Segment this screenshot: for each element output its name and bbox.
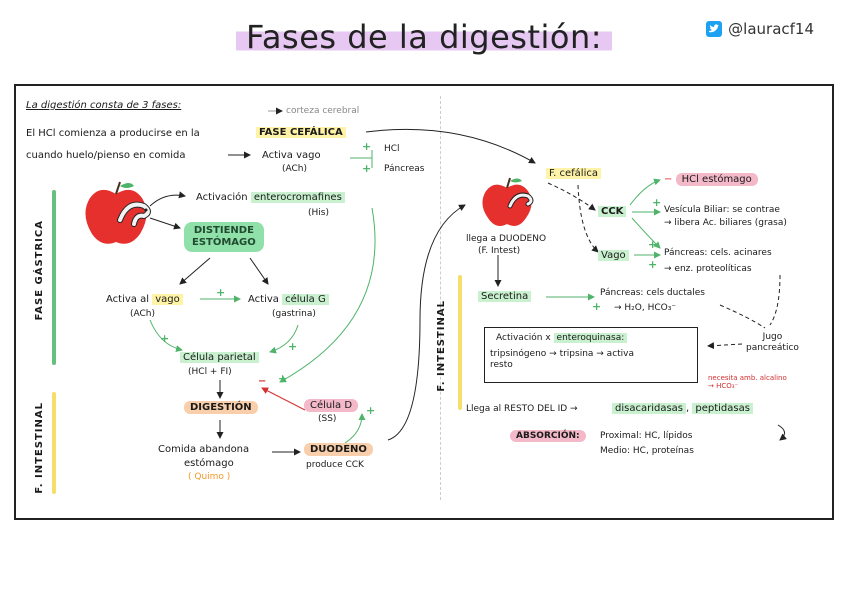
gastrina-label: (gastrina) <box>272 309 316 319</box>
necesita-alcalino: necesita amb. alcalino → HCO₃⁻ <box>708 374 787 390</box>
comida-abandona: Comida abandona <box>158 444 250 455</box>
arrow-apple-distiende <box>149 217 181 230</box>
plus-sign: + <box>160 332 170 345</box>
quimo-label: ( Quimo ) <box>188 472 231 482</box>
jugo-pancreatico: Jugo pancreático <box>746 332 799 353</box>
his-label: (His) <box>308 208 329 218</box>
arrow-apple-activacion <box>149 191 186 207</box>
plus-sign: + <box>362 140 372 153</box>
libera-label: → libera Ac. biliares (grasa) <box>664 218 787 228</box>
pancreas-label: Páncreas <box>384 164 425 174</box>
hcl-line1: El HCl comienza a producirse en la <box>26 128 200 139</box>
f-intestinal-label-left: F. INTESTINAL <box>34 402 45 494</box>
activa-vago: Activa vago <box>262 150 321 161</box>
arrow-enz-jugo <box>769 274 781 326</box>
hcl-estomago: − HCl estómago <box>664 173 758 186</box>
distiende-estomago: DISTIENDE ESTÓMAGO <box>184 222 264 252</box>
handle-text: @lauracf14 <box>728 20 814 38</box>
plus-sign: + <box>278 372 288 385</box>
cortex-label: corteza cerebral <box>286 106 360 116</box>
arrow-celulag-parietal <box>269 324 299 354</box>
hcl-label: HCl <box>384 144 400 154</box>
plus-sign: + <box>592 300 602 313</box>
activacion-x: Activación x enteroquinasa: <box>496 333 628 344</box>
arrow-to-vago <box>179 257 211 285</box>
celula-d: Célula D <box>304 399 359 412</box>
enzymes-label: disacaridasas, peptidasas <box>612 403 753 415</box>
f-cefalica-right: F. cefálica <box>546 168 601 180</box>
diagram-frame <box>14 84 834 520</box>
plus-sign: + <box>366 404 376 417</box>
fase-gastrica-bar <box>52 190 56 365</box>
digestion-label: DIGESTIÓN <box>184 401 258 414</box>
arrow-jugo-box <box>707 342 743 350</box>
arrow-to-celulag <box>249 257 269 285</box>
duodeno-label: DUODENO <box>304 443 373 456</box>
twitter-handle: @lauracf14 <box>706 20 814 38</box>
absorcion-label: ABSORCIÓN: <box>510 430 586 442</box>
celula-parietal: Célula parietal <box>180 352 259 364</box>
vesicula-label: Vesícula Biliar: se contrae <box>664 205 780 215</box>
f-intestinal-bar-right <box>458 275 462 410</box>
arrow-cck-pancreas <box>631 217 661 249</box>
hcl-line2: cuando huelo/pienso en comida <box>26 150 186 161</box>
ach2-label: (ACh) <box>130 309 156 319</box>
twitter-icon <box>706 21 723 37</box>
enz-proteoliticas: → enz. proteolíticas <box>664 264 752 274</box>
intro-text: La digestión consta de 3 fases: <box>26 100 182 111</box>
plus-sign: + <box>288 340 298 353</box>
arrow-h2o-jugo <box>719 304 766 329</box>
f-intestinal-label-right: F. INTESTINAL <box>436 300 447 392</box>
plus-sign: + <box>362 162 372 175</box>
activa-al-vago: Activa al vago <box>106 294 183 306</box>
fase-cefalica-label: FASE CEFÁLICA <box>256 127 346 139</box>
llega-duodeno: llega a DUODENO <box>466 234 547 244</box>
enteroquinasa-box <box>484 327 698 383</box>
apple-icon-right <box>482 177 534 226</box>
plus-sign: + <box>648 258 658 271</box>
ss-label: (SS) <box>318 414 337 424</box>
f-intest-label: (F. Intest) <box>478 246 521 256</box>
pancreas-acinares: Páncreas: cels. acinares <box>664 248 772 258</box>
activa-celula-g: Activa célula G <box>248 294 329 306</box>
arrow-duodeno-to-right <box>387 204 466 441</box>
f-intestinal-bar-left <box>52 392 56 494</box>
arrow-duodeno-celulad <box>344 413 366 444</box>
cck-label: CCK <box>598 206 627 218</box>
ach-label: (ACh) <box>282 164 308 174</box>
h2o-hco3: → H₂O, HCO₃⁻ <box>614 303 677 313</box>
produce-cck: produce CCK <box>306 460 364 470</box>
arrow-cefalica-to-right <box>365 128 536 164</box>
secretina-label: Secretina <box>478 291 532 303</box>
page-title: Fases de la digestión: <box>0 18 848 56</box>
column-divider <box>440 96 441 500</box>
arrow-vago-split <box>350 150 373 168</box>
arrow-cefalica-vago <box>577 184 599 253</box>
hcl-fi-label: (HCl + FI) <box>188 367 232 377</box>
apple-icon <box>85 181 151 244</box>
activacion-enterocromafines: Activación enterocromafines <box>196 192 345 204</box>
fase-gastrica-label: FASE GÁSTRICA <box>34 220 45 321</box>
pancreas-ductales: Páncreas: cels ductales <box>600 288 705 298</box>
vago-right: Vago <box>598 250 629 262</box>
arrow-cefalica-cck <box>547 182 596 211</box>
plus-sign: + <box>652 196 662 209</box>
plus-sign: + <box>648 238 658 251</box>
estomago-label: estómago <box>184 458 234 469</box>
llega-resto: Llega al RESTO DEL ID → <box>466 404 578 414</box>
minus-sign: − <box>258 376 267 387</box>
proximal-label: Proximal: HC, lípidos <box>600 431 693 441</box>
arrow-vago-parietal <box>149 319 183 353</box>
plus-sign: + <box>216 286 226 299</box>
medio-label: Medio: HC, proteínas <box>600 446 694 456</box>
arrow-his-parietal <box>279 207 376 383</box>
arrow-cck-hcl <box>629 178 661 206</box>
arrow-inhibit-parietal <box>261 387 306 411</box>
tripsinogeno-chain: tripsinógeno → tripsina → activa resto <box>490 349 635 370</box>
arrow-peptidasas-absorcion <box>777 424 787 441</box>
